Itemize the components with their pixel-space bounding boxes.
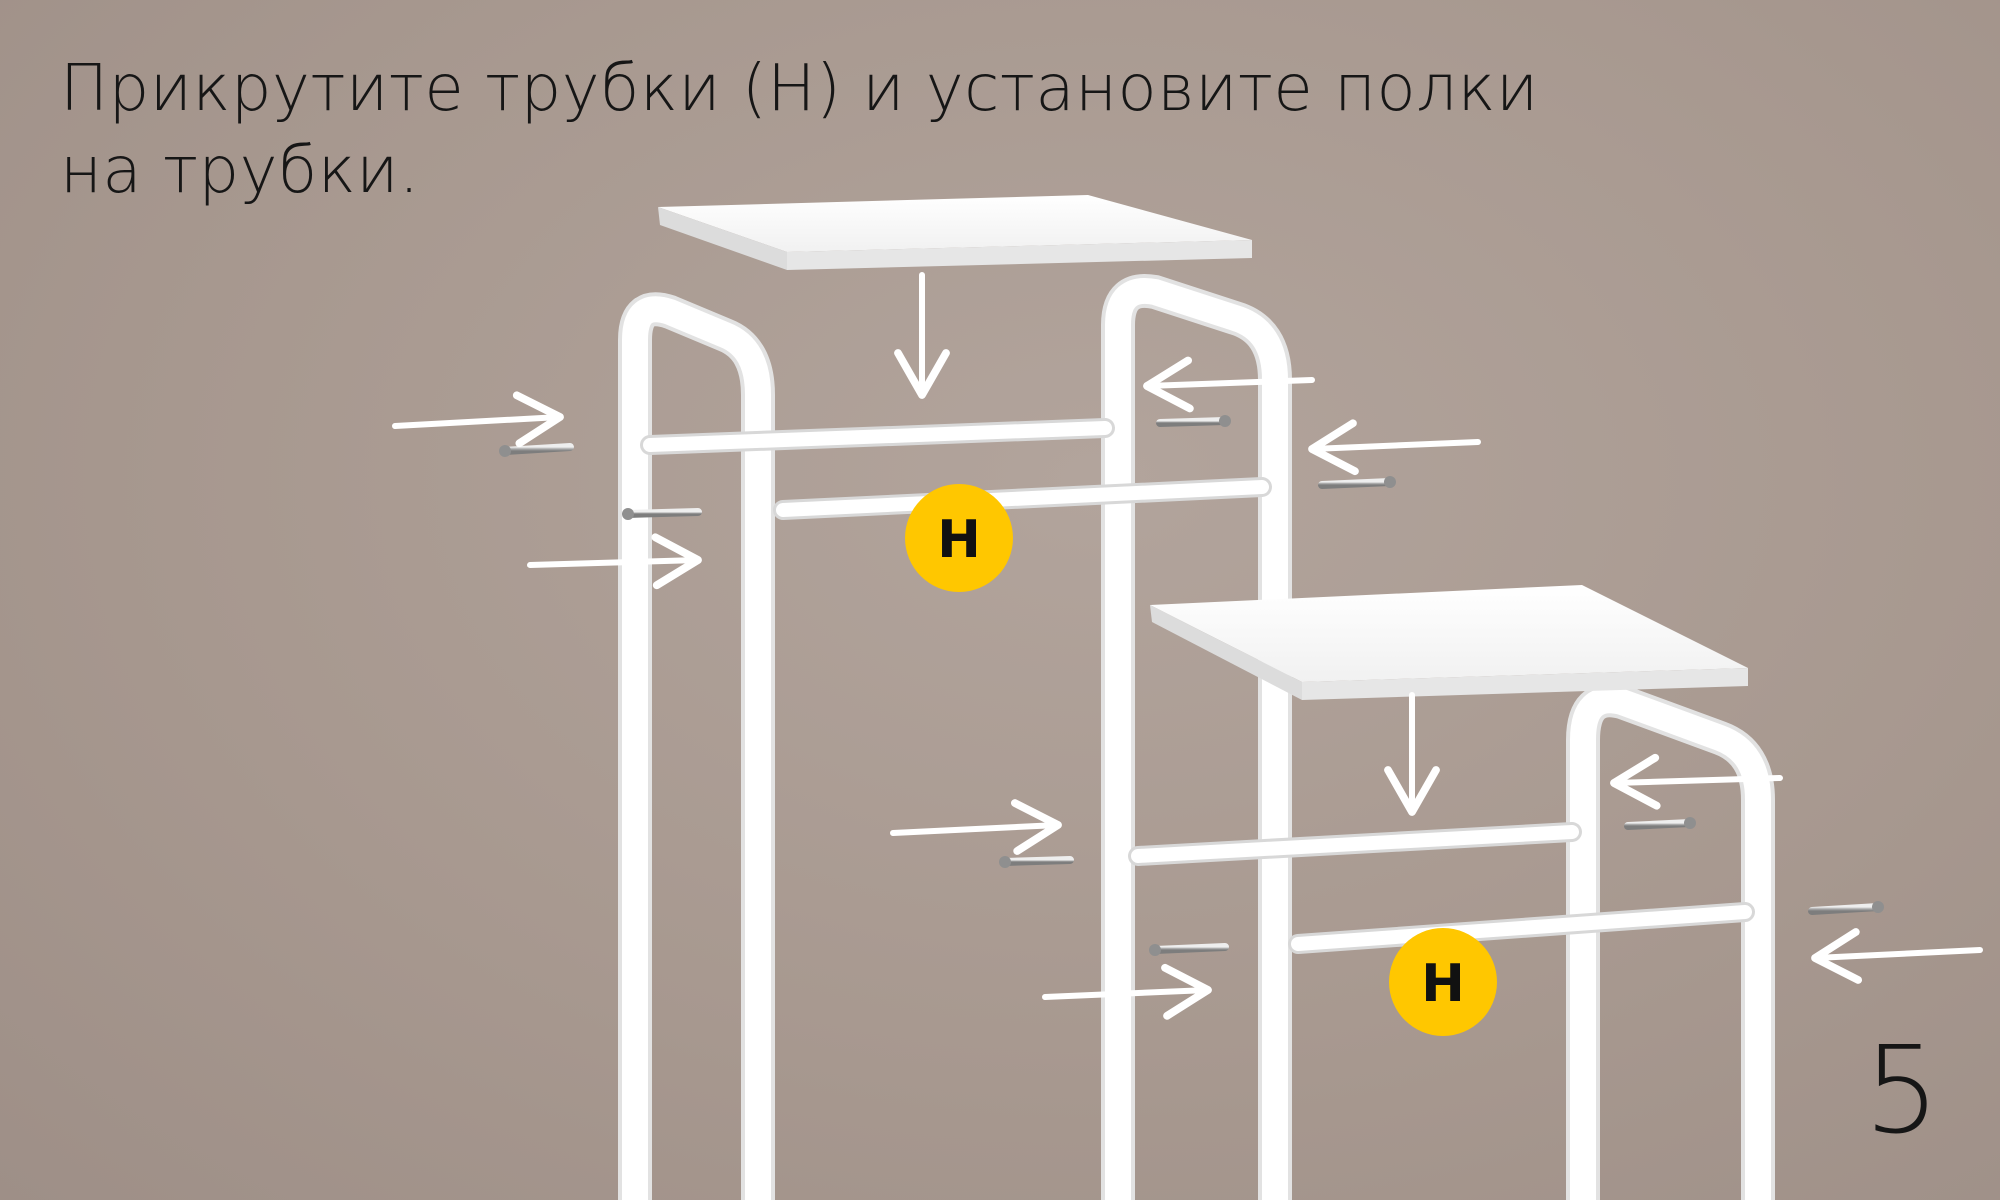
screw xyxy=(622,508,702,520)
frame-right xyxy=(1566,683,1775,1200)
screws xyxy=(499,415,1884,956)
shelf-lower xyxy=(1150,585,1748,700)
screw xyxy=(1149,943,1229,956)
screw xyxy=(999,856,1074,868)
part-badge-label: Н xyxy=(1421,954,1465,1014)
part-badge: Н xyxy=(905,484,1013,592)
arrow-left xyxy=(1308,419,1481,476)
instruction-line-2: на трубки. xyxy=(60,134,420,208)
step-number: 5 xyxy=(1863,1022,1940,1161)
arrow-left xyxy=(1143,356,1315,413)
instruction-line-1: Прикрутите трубки (Н) и установите полки xyxy=(60,52,1539,126)
arrow-left xyxy=(1811,928,1983,984)
screw xyxy=(1808,901,1884,915)
frame-middle xyxy=(1101,274,1292,1200)
arrows xyxy=(392,272,1983,1020)
part-badge-label: Н xyxy=(937,510,981,570)
arrow-right xyxy=(527,533,702,590)
part-badge: Н xyxy=(1389,928,1497,1036)
arrow-right xyxy=(1042,963,1212,1020)
arrow-right xyxy=(890,799,1062,855)
screw xyxy=(1318,476,1396,489)
screw xyxy=(499,443,574,457)
screw xyxy=(1156,415,1231,427)
tubes-h xyxy=(640,418,1755,954)
arrow-left xyxy=(1610,753,1783,810)
instruction-text: Прикрутите трубки (Н) и установите полки… xyxy=(60,48,1660,212)
frame-left xyxy=(618,292,775,1200)
screw xyxy=(1624,817,1696,830)
arrow-right xyxy=(392,391,564,448)
shelf-top xyxy=(658,195,1252,270)
